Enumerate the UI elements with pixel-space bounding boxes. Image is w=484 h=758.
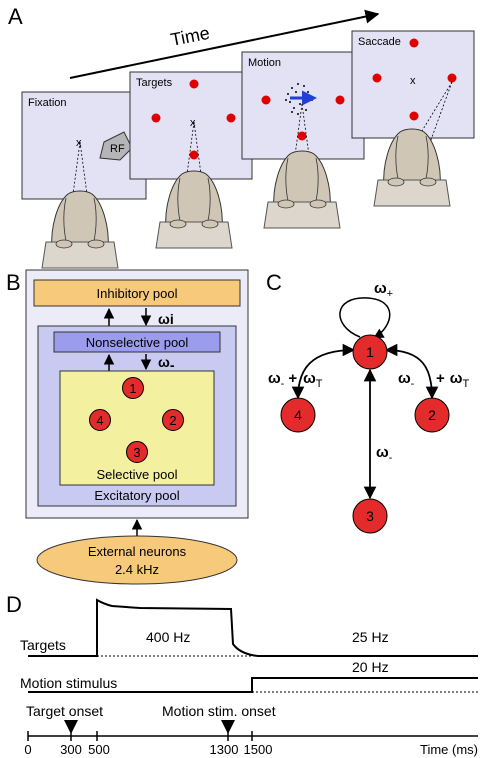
targets-fixation-point: x: [190, 117, 196, 129]
fixation-label: Fixation: [28, 97, 67, 109]
targets-trace-label: Targets: [20, 637, 66, 653]
right-weight-t-label: +ωT: [436, 370, 469, 390]
graph-node-4: 4: [280, 397, 316, 433]
external-rate-label: 2.4 kHz: [115, 562, 159, 577]
inhibitory-pool-label: Inhibitory pool: [97, 286, 178, 301]
svg-text:3: 3: [133, 445, 140, 460]
monkey-head-icon: [41, 190, 119, 269]
svg-text:2: 2: [428, 407, 436, 423]
inhibitory-pool-box: [33, 279, 241, 307]
target-dot: [297, 131, 307, 141]
self-weight-label: ω+: [374, 280, 393, 300]
weight-i-label: ωi: [158, 311, 174, 327]
edge-1-4: [291, 343, 356, 400]
nonselective-pool-box: [53, 331, 221, 353]
external-neurons-ellipse: [36, 535, 238, 585]
motion-screen-label: Motion: [248, 57, 281, 69]
motion-screen: Motion: [241, 51, 365, 229]
monkey-head-icon: [373, 128, 451, 207]
targets-screen-label: Targets: [136, 77, 173, 89]
fixation-screen: Fixation x RF: [21, 91, 147, 269]
motion-onset-label: Motion stim. onset: [162, 703, 276, 719]
edge-1-2: [384, 343, 439, 400]
receptive-field-shape: [99, 131, 133, 161]
pool-node-2: 2: [162, 409, 184, 431]
targets-rate-trace: [28, 598, 478, 657]
nonselective-pool-label: Nonselective pool: [86, 335, 189, 350]
pool-node-3: 3: [126, 441, 148, 463]
left-weight-label: ω-+ωT: [268, 370, 323, 390]
svg-text:4: 4: [96, 413, 103, 428]
targets-screen: Targets x: [129, 71, 253, 249]
monkey-head-icon: [155, 170, 233, 249]
saccade-fixation-point: x: [410, 75, 416, 87]
excitatory-pool-label: Excitatory pool: [94, 488, 179, 503]
target-onset-marker: [64, 720, 78, 734]
graph-node-1: 1: [352, 334, 388, 370]
fixation-point: x: [76, 137, 82, 149]
svg-text:2: 2: [169, 413, 176, 428]
panel-a-letter: A: [8, 4, 23, 29]
right-weight-label: ω-: [398, 370, 415, 390]
target-dot: [261, 95, 271, 105]
target-onset-label: Target onset: [26, 703, 103, 719]
selective-pool-label: Selective pool: [97, 467, 178, 482]
panel-d-letter: D: [6, 592, 22, 617]
svg-text:1: 1: [129, 381, 136, 396]
time-axis-label: Time (ms): [420, 742, 478, 757]
target-dot: [189, 79, 199, 89]
motion-rate-trace: [28, 677, 478, 693]
monkey-head-icon: [263, 150, 341, 229]
panel-b-letter: B: [6, 270, 21, 295]
tick-label-0: 0: [24, 742, 31, 757]
target-dot: [335, 95, 345, 105]
svg-text:4: 4: [294, 407, 302, 423]
pool-node-1: 1: [122, 377, 144, 399]
tick-label-1300: 1300: [210, 742, 239, 757]
target-dot: [151, 113, 161, 123]
svg-text:1: 1: [366, 344, 374, 360]
svg-text:3: 3: [366, 508, 374, 524]
target-dot: [447, 73, 457, 83]
target-dot: [189, 150, 199, 160]
target-dot: [409, 38, 419, 48]
down-weight-label: ω-: [376, 444, 393, 464]
tick-label-300: 300: [60, 742, 82, 757]
self-excitation-loop: [339, 297, 391, 339]
motion-trace-label: Motion stimulus: [20, 675, 117, 691]
target-dot: [226, 113, 236, 123]
saccade-screen: Saccade x: [351, 30, 475, 207]
time-arrow: [69, 9, 380, 79]
rf-label: RF: [110, 143, 125, 155]
panel-c-letter: C: [266, 270, 282, 295]
targets-high-rate: 400 Hz: [146, 629, 190, 645]
graph-node-2: 2: [414, 397, 450, 433]
motion-rate: 20 Hz: [352, 659, 389, 675]
motion-onset-marker: [221, 720, 235, 734]
tick-label-500: 500: [88, 742, 110, 757]
target-dot: [409, 111, 419, 121]
external-neurons-label: External neurons: [88, 544, 187, 559]
weight-minus-label: ω-: [158, 354, 175, 373]
time-label: Time: [169, 23, 211, 50]
pool-node-4: 4: [89, 409, 111, 431]
time-axis-ticks: [27, 731, 253, 741]
graph-node-3: 3: [352, 498, 388, 534]
targets-low-rate: 25 Hz: [352, 629, 389, 645]
tick-label-1500: 1500: [244, 742, 273, 757]
saccade-screen-label: Saccade: [358, 36, 401, 48]
target-dot: [372, 73, 382, 83]
